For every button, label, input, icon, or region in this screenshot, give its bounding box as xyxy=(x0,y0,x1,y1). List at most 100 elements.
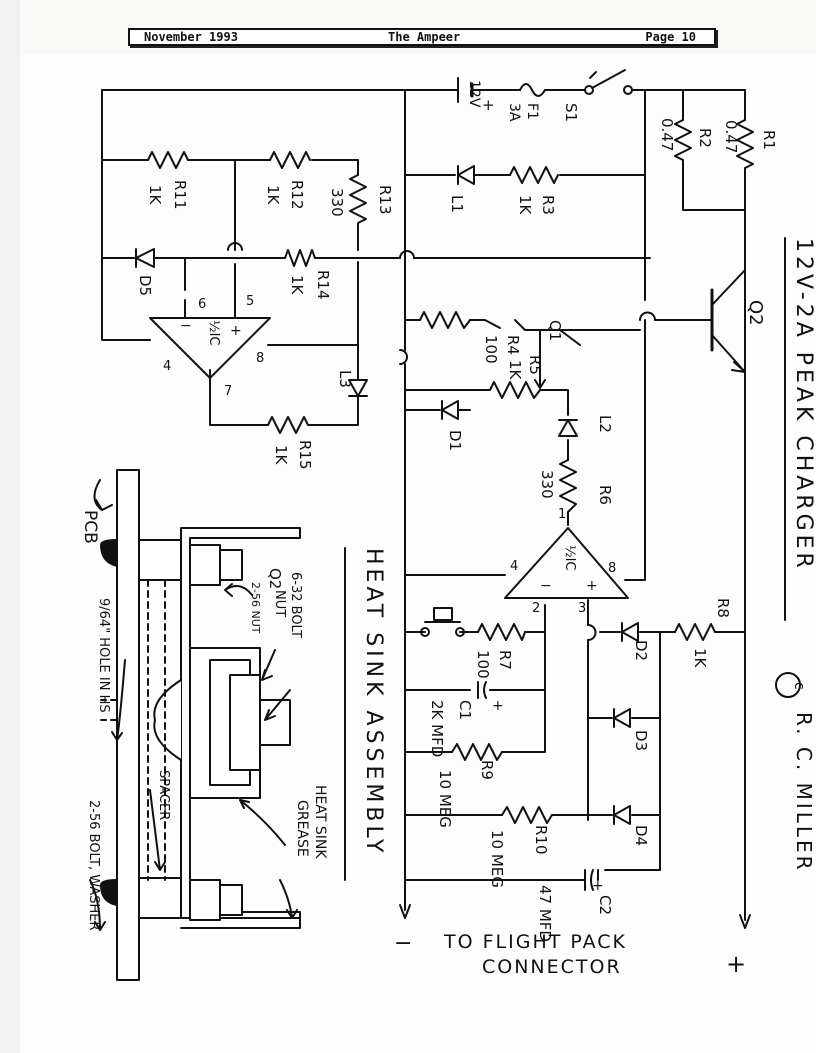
r13-value: 330 xyxy=(328,188,346,217)
resistor-r14 xyxy=(284,249,316,267)
output-minus-label: − xyxy=(394,931,412,956)
led-l2 xyxy=(558,419,578,437)
bolt-head-upper xyxy=(100,539,118,567)
header-page-number: Page 10 xyxy=(645,30,696,44)
crossover-hops xyxy=(227,242,656,641)
author-credit: R. C. MILLER xyxy=(792,712,816,873)
d2-label: D2 xyxy=(632,640,650,661)
r8-name: R8 xyxy=(714,598,732,618)
heat-sink-title: HEAT SINK ASSEMBLY xyxy=(361,548,386,856)
switch-s1-symbol xyxy=(584,69,633,95)
diode-d1 xyxy=(441,400,459,420)
r11-value: 1K xyxy=(146,185,164,206)
ic-top-plus: + xyxy=(230,323,242,339)
output-minus-arrow xyxy=(399,904,411,919)
ic-bottom-pin4: 4 xyxy=(510,559,518,574)
resistor-r6 xyxy=(559,459,577,513)
push-button-symbol xyxy=(420,607,465,637)
ic-top-minus: − xyxy=(180,318,192,334)
fuse-rating: 3A xyxy=(506,103,522,122)
transistor-q1-symbol xyxy=(524,329,581,346)
resistor-r2 xyxy=(674,119,692,161)
ic-top-label: ½IC xyxy=(206,320,221,346)
pcb-board xyxy=(116,469,140,981)
hs-grease-label: GREASE xyxy=(294,800,310,857)
newsletter-header: November 1993 The Ampeer Page 10 xyxy=(128,28,716,46)
diode-d2 xyxy=(621,622,639,642)
hs-sink-label: HEAT SINK xyxy=(312,785,328,859)
hs-pcb-label: PCB xyxy=(80,510,100,544)
r5-wiper-arrow xyxy=(534,374,546,389)
r12-value: 1K xyxy=(264,185,282,206)
c2-name: C2 xyxy=(596,895,614,915)
c1-value: 2K MFD xyxy=(428,700,446,757)
battery-voltage: 12V xyxy=(466,80,482,108)
r12-name: R12 xyxy=(288,180,306,210)
heat-sink-drawing xyxy=(100,469,301,981)
d3-label: D3 xyxy=(632,730,650,751)
diode-d3 xyxy=(613,708,631,728)
r13-name: R13 xyxy=(376,185,394,215)
r11-name: R11 xyxy=(171,180,189,210)
diode-d4 xyxy=(613,805,631,825)
fuse-name: F1 xyxy=(524,103,540,120)
hs-bolt-label: 6-32 BOLT xyxy=(288,572,303,638)
resistor-r8 xyxy=(674,623,716,641)
copyright-circle xyxy=(775,672,801,698)
header-date: November 1993 xyxy=(144,30,238,44)
fuse-symbol xyxy=(519,83,546,97)
callout-arrows xyxy=(89,479,298,931)
d5-label: D5 xyxy=(136,275,154,296)
diodes xyxy=(135,165,639,825)
bolt-head-lower xyxy=(100,879,118,906)
diode-d5 xyxy=(135,248,155,268)
r1-name: R1 xyxy=(760,130,778,150)
r4-value: 100 xyxy=(482,335,500,364)
battery-symbol xyxy=(457,77,474,103)
resistor-r1 xyxy=(736,119,754,171)
resistor-r4 xyxy=(419,311,471,329)
ic-bottom-pin1: 1 xyxy=(558,507,566,522)
resistor-r7 xyxy=(477,623,526,641)
r10-value: 10 MEG xyxy=(488,830,506,888)
r6-value: 330 xyxy=(538,470,556,499)
hs-spacer-label: SPACER xyxy=(156,770,171,820)
transistor-q2-symbol xyxy=(710,269,746,373)
resistors xyxy=(147,119,754,824)
opamp-bottom-symbol xyxy=(504,527,629,599)
l1-label: L1 xyxy=(448,195,466,213)
resistor-r3 xyxy=(509,166,559,184)
r8-value: 1K xyxy=(691,648,709,669)
ic-top-pin8: 8 xyxy=(256,351,264,366)
schematic-title: 12V-2A PEAK CHARGER xyxy=(791,238,816,572)
ic-top-pin4: 4 xyxy=(163,359,171,374)
resistor-r13 xyxy=(349,174,367,251)
resistor-r11 xyxy=(147,151,189,169)
resistor-r9 xyxy=(451,743,503,761)
d1-label: D1 xyxy=(446,430,464,451)
ic-bottom-pin3: 3 xyxy=(578,601,586,616)
c2-plus: + xyxy=(592,878,604,894)
q2-label: Q2 xyxy=(745,300,766,326)
c1-name: C1 xyxy=(456,700,474,720)
r3-name: R3 xyxy=(539,195,557,215)
led-l1 xyxy=(457,165,475,185)
r9-name: R9 xyxy=(478,760,496,780)
switch-name: S1 xyxy=(562,103,580,122)
r10-name: R10 xyxy=(532,825,550,855)
r6-name: R6 xyxy=(596,485,614,505)
ic-top-pin6: 6 xyxy=(198,297,206,312)
r7-value: 100 xyxy=(474,650,492,679)
ic-bottom-plus: + xyxy=(586,578,598,594)
l2-label: L2 xyxy=(596,415,614,433)
resistor-r15 xyxy=(267,416,319,434)
resistor-r12 xyxy=(269,151,311,169)
page-left-edge xyxy=(0,0,20,1053)
c1-plus: + xyxy=(492,698,504,714)
r15-name: R15 xyxy=(296,440,314,470)
opamp-top-symbol xyxy=(149,317,271,379)
q1-label: Q1 xyxy=(546,320,564,341)
r5-value: 1K xyxy=(506,360,524,381)
ic-bottom-pin2: 2 xyxy=(532,601,540,616)
